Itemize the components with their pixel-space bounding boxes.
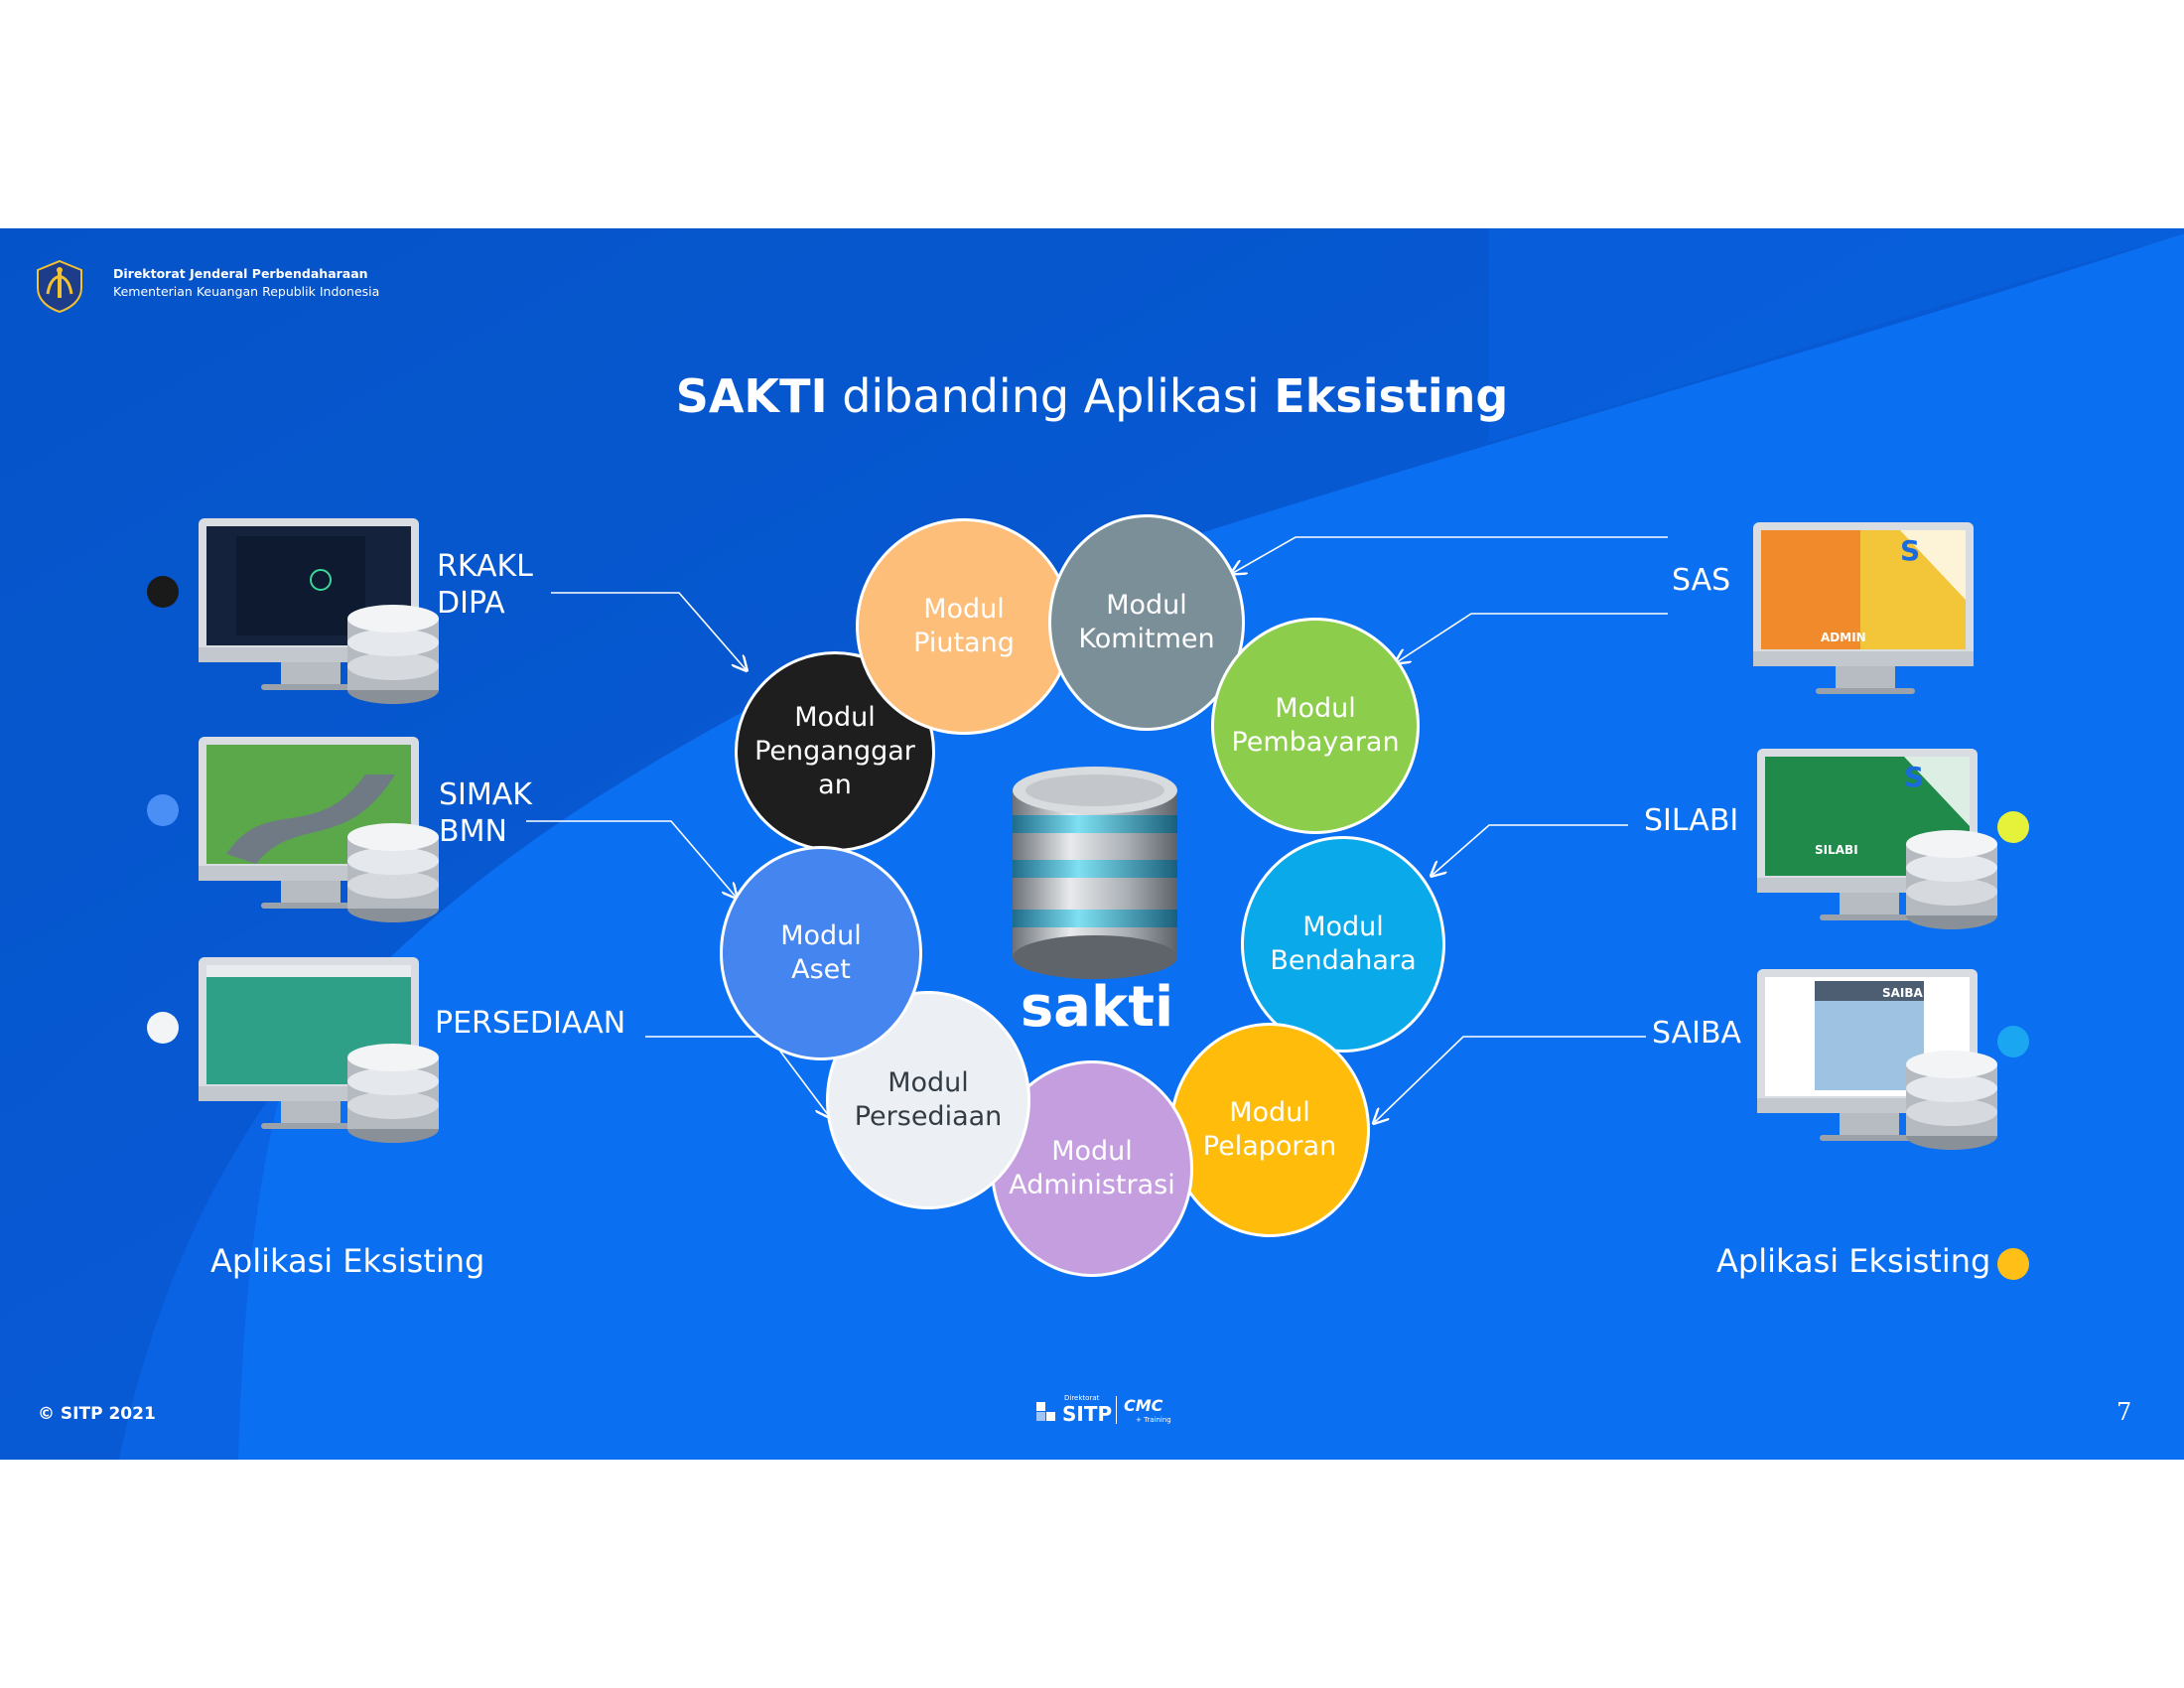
module-pembayaran: Modul Pembayaran xyxy=(1211,618,1420,834)
module-komitmen: Modul Komitmen xyxy=(1048,514,1245,731)
label-rkakl-dipa: RKAKL DIPA xyxy=(437,549,533,621)
module-penganggaran: Modul Penganggar an xyxy=(735,651,935,852)
svg-text:S: S xyxy=(1900,534,1920,567)
page-number: 7 xyxy=(2116,1398,2132,1426)
kemenkeu-logo-icon xyxy=(37,259,82,314)
module-piutang: Modul Piutang xyxy=(856,518,1072,735)
dot-silabi xyxy=(1997,1026,2029,1057)
sitp-cmc-logo: Direktorat SITP CMC + Training xyxy=(1036,1394,1185,1430)
monitor-silabi-icon: S SILABI xyxy=(1757,749,1997,929)
header-org: Direktorat Jenderal Perbendaharaan Kemen… xyxy=(113,266,379,299)
sas-screen-text: ADMIN xyxy=(1821,631,1866,644)
monitor-saiba-icon: SAIBA xyxy=(1757,969,1997,1150)
left-caption: Aplikasi Eksisting xyxy=(210,1242,485,1280)
label-simak-bmn: SIMAK BMN xyxy=(439,777,532,849)
sakti-database-icon xyxy=(1013,767,1177,979)
logo-sitp: SITP xyxy=(1062,1402,1113,1426)
org-subtitle: Kementerian Keuangan Republik Indonesia xyxy=(113,284,380,299)
monitor-simak-icon xyxy=(199,737,439,922)
saiba-screen-text: SAIBA xyxy=(1882,986,1924,1000)
logo-divider xyxy=(1116,1396,1117,1424)
label-persediaan: PERSEDIAAN xyxy=(435,1006,626,1041)
org-name: Direktorat Jenderal Perbendaharaan xyxy=(113,266,368,281)
copyright: © SITP 2021 xyxy=(38,1404,156,1424)
slide: Direktorat Jenderal Perbendaharaan Kemen… xyxy=(0,228,2184,1460)
module-aset: Modul Aset xyxy=(720,846,922,1060)
dot-simak xyxy=(147,794,179,826)
logo-small-text: Direktorat xyxy=(1064,1394,1100,1402)
logo-training: + Training xyxy=(1136,1416,1171,1424)
dot-persediaan xyxy=(147,1012,179,1044)
label-sas: SAS xyxy=(1672,563,1731,598)
label-silabi: SILABI xyxy=(1644,803,1739,838)
module-administrasi: Modul Administrasi xyxy=(991,1060,1193,1277)
sakti-label: sakti xyxy=(1020,975,1174,1040)
svg-text:S: S xyxy=(1904,761,1924,793)
label-saiba: SAIBA xyxy=(1652,1016,1742,1051)
title-middle: dibanding Aplikasi xyxy=(827,369,1275,423)
dot-saiba xyxy=(1997,1248,2029,1280)
dot-rkakl xyxy=(147,576,179,608)
title-sakti: SAKTI xyxy=(675,369,828,423)
monitor-rkakl-icon xyxy=(199,518,439,704)
module-pelaporan: Modul Pelaporan xyxy=(1169,1023,1370,1237)
connector-lines xyxy=(526,536,1668,1460)
monitor-sas-icon: S ADMIN xyxy=(1753,522,1974,694)
module-bendahara: Modul Bendahara xyxy=(1241,836,1445,1053)
sitp-mark-icon xyxy=(1036,1402,1055,1421)
logo-cmc: CMC xyxy=(1124,1396,1163,1415)
page-title: SAKTI dibanding Aplikasi Eksisting xyxy=(0,369,2184,423)
right-caption: Aplikasi Eksisting xyxy=(1716,1242,1991,1280)
silabi-screen-text: SILABI xyxy=(1815,843,1858,857)
dot-sas xyxy=(1997,811,2029,843)
title-eksisting: Eksisting xyxy=(1274,369,1509,423)
monitor-persediaan-icon xyxy=(199,957,439,1143)
